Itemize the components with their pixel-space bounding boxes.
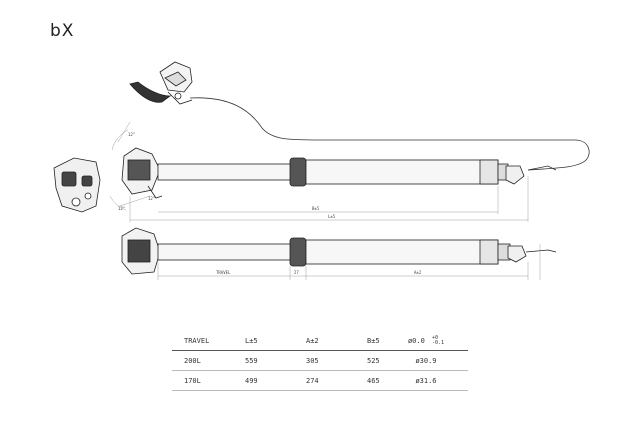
seatpost-upper: [157, 157, 525, 187]
angle-label-bottom: 12°: [118, 206, 125, 211]
cell-l: 559: [233, 350, 294, 371]
spec-header-row: TRAVEL L±5 A±2 B±5: [172, 331, 416, 351]
lower-dimension-lines: [157, 244, 541, 280]
diameter-header-label: ø0.0: [407, 336, 425, 345]
table-row: 170L 499 274 465: [172, 370, 416, 391]
upper-dimension-lines: [129, 176, 529, 222]
post-head-lower: [121, 227, 161, 275]
diameter-value: ø30.9: [384, 350, 468, 371]
cell-a: 274: [294, 370, 355, 391]
dim-label-a: A±2: [414, 270, 422, 275]
post-head-upper: [121, 147, 163, 199]
tolerance-lower: -0.1: [432, 339, 445, 346]
brand-logo: bX: [50, 21, 75, 41]
cell-l: 499: [233, 370, 294, 391]
table-row: ø30.9: [384, 350, 468, 371]
dim-label-l: L±5: [328, 214, 336, 219]
col-travel: TRAVEL: [172, 331, 233, 351]
clamp-angle-label: 12°: [148, 196, 155, 201]
col-l: L±5: [233, 331, 294, 351]
remote-lever: [129, 61, 193, 105]
cable-line: [189, 97, 590, 171]
cell-a: 305: [294, 350, 355, 371]
col-a: A±2: [294, 331, 355, 351]
seatpost-lower: [157, 237, 557, 267]
spec-table: TRAVEL L±5 A±2 B±5 200L 559 305 525 170L…: [172, 331, 416, 391]
tolerance-upper: +0: [432, 334, 439, 341]
table-row: 200L 559 305 525: [172, 350, 416, 371]
diameter-table: ø0.0 +0 -0.1 ø30.9 ø31.6: [384, 331, 468, 391]
cell-travel: 200L: [172, 350, 233, 371]
dim-label-travel: TRAVEL: [216, 270, 231, 275]
angle-dimensions: [109, 121, 151, 211]
table-row: ø31.6: [384, 370, 468, 391]
diameter-value: ø31.6: [384, 370, 468, 391]
saddle-clamp-exploded: [53, 157, 101, 213]
dim-label-b: B±5: [312, 206, 320, 211]
angle-label-top: 12°: [128, 132, 135, 137]
cell-travel: 170L: [172, 370, 233, 391]
dim-label-gap: 27: [294, 270, 299, 275]
diameter-header: ø0.0 +0 -0.1: [384, 331, 468, 351]
tolerance: +0 -0.1: [432, 334, 445, 346]
